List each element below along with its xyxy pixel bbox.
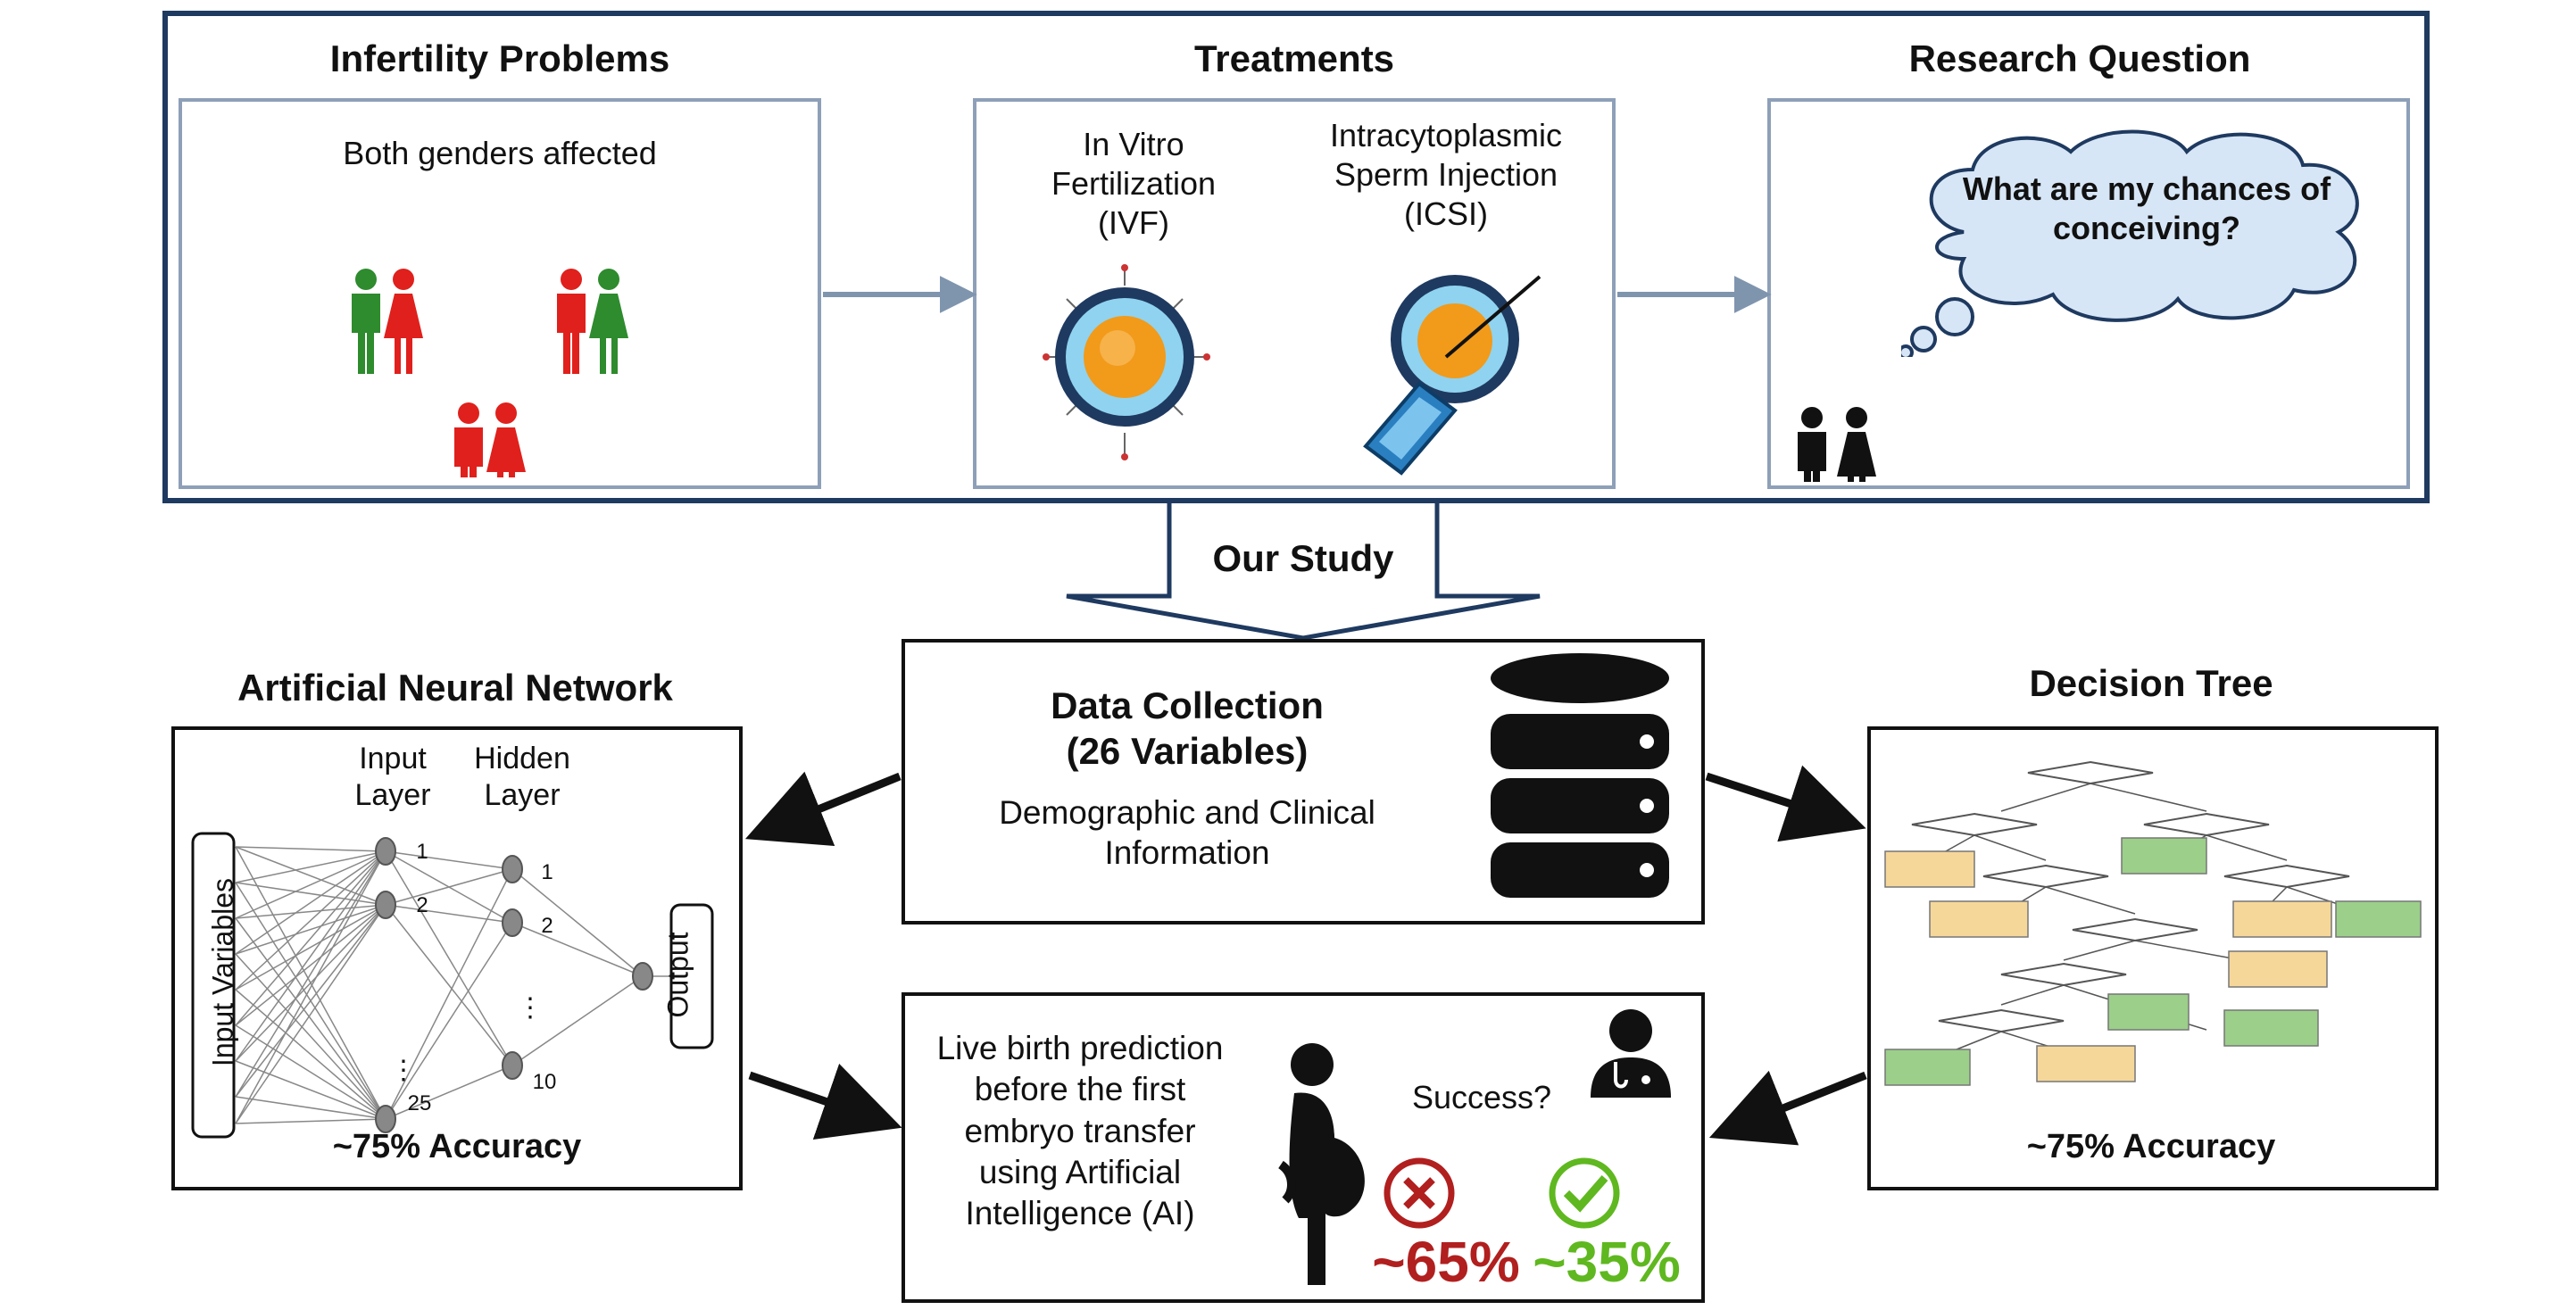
nn-connection bbox=[235, 953, 386, 1120]
nn-connection bbox=[385, 922, 513, 1120]
thought-cloud bbox=[1901, 129, 2359, 357]
nn-connection bbox=[235, 904, 386, 1026]
icsi-egg-icon bbox=[1363, 275, 1541, 476]
nn-connection bbox=[511, 922, 644, 977]
nn-connection bbox=[385, 868, 513, 906]
treatments-box bbox=[973, 98, 1616, 489]
research-title: Research Question bbox=[1908, 37, 2251, 79]
nn-connection bbox=[235, 904, 386, 1124]
hidden-label-10: 10 bbox=[532, 1070, 557, 1094]
data-collection-title: Data Collection (26 Variables) bbox=[1051, 684, 1324, 773]
nn-connection bbox=[385, 868, 513, 1120]
database-icon bbox=[1491, 653, 1669, 898]
nn-node bbox=[632, 962, 653, 991]
nn-connection bbox=[235, 1118, 386, 1124]
nn-node bbox=[375, 891, 396, 919]
nn-connection bbox=[385, 850, 513, 1066]
nn-connection bbox=[235, 850, 386, 1062]
nn-connection bbox=[235, 846, 386, 906]
top-arrows bbox=[823, 276, 1772, 313]
ann-accuracy: ~75% Accuracy bbox=[332, 1128, 582, 1165]
fail-x-icon bbox=[1384, 1157, 1455, 1229]
dt-accuracy: ~75% Accuracy bbox=[2026, 1128, 2276, 1165]
hidden-layer-label: Hidden Layer bbox=[474, 742, 570, 813]
nn-connection bbox=[235, 850, 386, 883]
pregnant-woman-icon bbox=[1277, 1043, 1365, 1285]
nn-connection bbox=[235, 1024, 386, 1120]
svg-text:⋮: ⋮ bbox=[390, 1056, 417, 1085]
research-question: What are my chances of conceiving? bbox=[1962, 170, 2331, 246]
prediction-text: Live birth prediction before the first e… bbox=[936, 1030, 1224, 1231]
treatments-title: Treatments bbox=[1193, 37, 1395, 79]
infertility-box bbox=[179, 98, 821, 489]
nn-connection bbox=[235, 850, 386, 955]
infertility-title: Infertility Problems bbox=[329, 37, 670, 79]
nn-connection bbox=[235, 850, 386, 1026]
nn-connection bbox=[235, 904, 386, 1098]
doctor-icon bbox=[1591, 1009, 1671, 1098]
nn-connection bbox=[235, 917, 386, 1120]
nn-connection bbox=[385, 904, 513, 1066]
nn-connection bbox=[235, 850, 386, 1124]
hidden-label-2: 2 bbox=[541, 914, 553, 938]
ann-box bbox=[171, 726, 743, 1190]
nn-connection bbox=[385, 1065, 513, 1120]
top-panel bbox=[162, 11, 2430, 503]
infertility-subtitle: Both genders affected bbox=[343, 135, 657, 171]
nn-connection bbox=[235, 904, 386, 919]
nn-connection bbox=[235, 989, 386, 1120]
svg-text:⋮: ⋮ bbox=[517, 993, 544, 1023]
icsi-label: Intracytoplasmic Sperm Injection (ICSI) bbox=[1329, 117, 1563, 232]
data-collection-desc: Demographic and Clinical Information bbox=[999, 794, 1375, 872]
nn-connection bbox=[235, 1060, 386, 1120]
nn-node bbox=[375, 1105, 396, 1133]
success-check-icon bbox=[1549, 1157, 1620, 1229]
success-question: Success? bbox=[1411, 1079, 1552, 1115]
nn-connection bbox=[235, 882, 386, 906]
nn-connection bbox=[235, 904, 386, 955]
nn-connection bbox=[235, 1096, 386, 1120]
success-percentage: ~35% bbox=[1533, 1230, 1681, 1294]
neural-network-diagram: ⋮ ⋮ bbox=[191, 832, 714, 1139]
nn-node bbox=[375, 837, 396, 866]
nn-connection bbox=[385, 904, 513, 924]
nn-connection bbox=[235, 850, 386, 919]
node-label-1: 1 bbox=[416, 840, 428, 864]
nn-node bbox=[502, 1051, 523, 1080]
our-study-label: Our Study bbox=[1212, 537, 1394, 579]
node-label-25: 25 bbox=[407, 1091, 432, 1115]
node-label-2: 2 bbox=[416, 893, 428, 917]
nn-connection bbox=[385, 850, 513, 870]
input-layer-label: Input Layer bbox=[354, 742, 431, 813]
fail-percentage: ~65% bbox=[1372, 1230, 1520, 1294]
decision-tree-diagram bbox=[1884, 760, 2422, 1086]
ann-title: Artificial Neural Network bbox=[237, 667, 673, 709]
hidden-label-1: 1 bbox=[541, 860, 553, 884]
nn-node bbox=[502, 908, 523, 937]
nn-connection bbox=[235, 846, 386, 852]
decision-tree-box bbox=[1867, 726, 2439, 1190]
nn-connection bbox=[235, 850, 386, 991]
nn-connection bbox=[235, 904, 386, 1062]
ivf-label: In Vitro Fertilization (IVF) bbox=[1051, 126, 1217, 241]
nn-connection bbox=[235, 904, 386, 991]
nn-connection bbox=[511, 975, 644, 1066]
decision-tree-title: Decision Tree bbox=[2029, 662, 2273, 704]
ivf-egg-icon bbox=[1043, 264, 1210, 460]
study-funnel bbox=[1066, 503, 1541, 641]
nn-node bbox=[502, 855, 523, 883]
nn-connection bbox=[511, 868, 644, 977]
nn-connection bbox=[235, 850, 386, 1098]
